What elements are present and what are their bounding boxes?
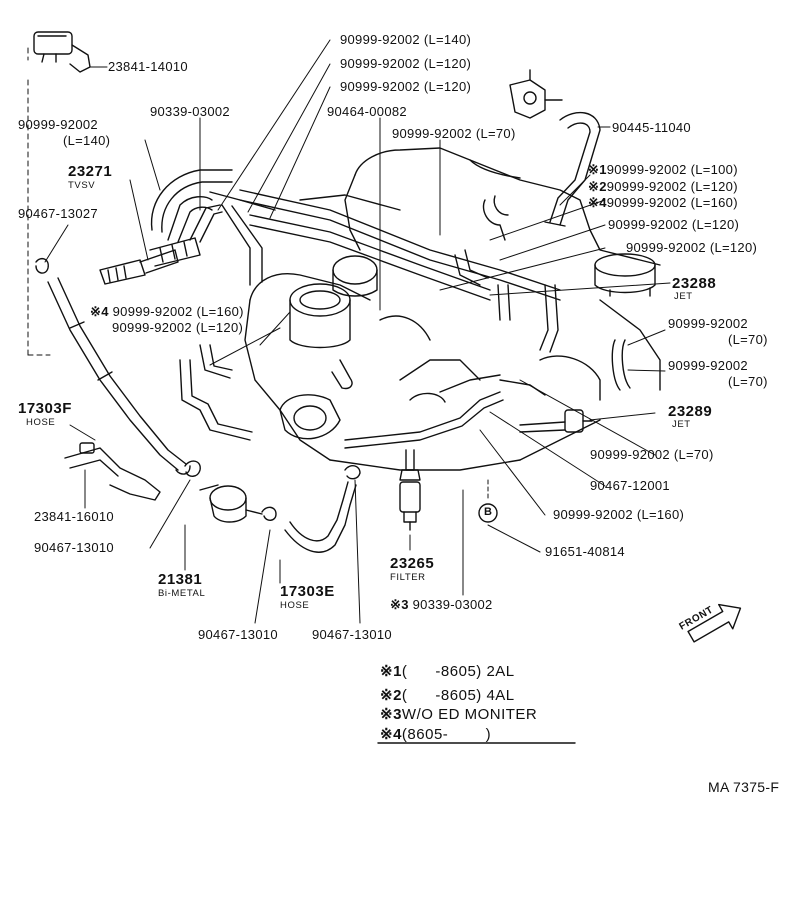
note-row-3: ※3W/O ED MONITER (380, 707, 537, 722)
note-row-2-text: ( -8605) 4AL (401, 687, 515, 704)
callout-21381: 21381 (158, 571, 203, 588)
connector-16010 (65, 443, 160, 500)
callout-90464-00082: 90464-00082 (327, 104, 407, 119)
callout-90999-l120-b: 90999-92002 (L=120) (340, 79, 472, 94)
note-mark-4b: ※4 (90, 304, 109, 319)
callout-l140-left: (L=140) (63, 133, 111, 148)
fitting-top-center (510, 70, 562, 118)
vacuum-pipe-rail (240, 190, 560, 300)
callout-note2-hose: ※290999-92002 (L=120) (588, 180, 738, 193)
callout-tvsv: TVSV (68, 180, 96, 191)
callout-90445-11040: 90445-11040 (612, 120, 691, 135)
callout-note4b-hose: ※4 90999-92002 (L=160) (90, 305, 244, 318)
callout-90999-l70-top: 90999-92002 (L=70) (392, 126, 516, 141)
connector-top-left (34, 32, 90, 72)
note4b-part: 90999-92002 (L=160) (112, 304, 244, 319)
callout-jet-1: JET (674, 291, 693, 302)
callout-23841-14010: 23841-14010 (108, 59, 188, 74)
note-row-3-mark: ※3 (380, 706, 402, 723)
note2-part: 90999-92002 (L=120) (606, 179, 738, 194)
callout-91651-40814: 91651-40814 (545, 544, 625, 559)
callout-23271: 23271 (68, 163, 113, 180)
note-row-1: ※1( -8605) 2AL (380, 664, 515, 679)
callout-90999-l160-bot: 90999-92002 (L=160) (553, 507, 685, 522)
callout-90999-l120-left2: 90999-92002 (L=120) (112, 320, 244, 335)
engine-block (245, 148, 660, 470)
clip-13027 (36, 259, 48, 273)
callout-90999-l70-mid: 90999-92002 (L=70) (590, 447, 714, 462)
callout-90999-l120-r2: 90999-92002 (L=120) (626, 240, 758, 255)
callout-jet-2: JET (672, 419, 691, 430)
note-row-1-mark: ※1 (380, 663, 402, 680)
filter-23265 (400, 450, 420, 530)
callout-90999-r4: 90999-92002 (668, 358, 748, 373)
note-row-4: ※4(8605- ) (380, 727, 491, 742)
hose-17303e (285, 482, 356, 552)
note1-part: 90999-92002 (L=100) (606, 162, 738, 177)
circle-marker-b (479, 504, 497, 522)
callout-23265: 23265 (390, 555, 435, 572)
note-row-4-mark: ※4 (380, 726, 402, 743)
callout-23841-16010: 23841-16010 (34, 509, 114, 524)
callout-90467-13027: 90467-13027 (18, 206, 98, 221)
callout-hose-1: HOSE (26, 417, 56, 428)
callout-17303e: 17303E (280, 583, 335, 600)
callout-90339-03002: 90339-03002 (150, 104, 230, 119)
callout-bimetal: Bi-METAL (158, 588, 206, 599)
callout-90999-left: 90999-92002 (18, 117, 98, 132)
note-row-2: ※2( -8605) 4AL (380, 688, 515, 703)
callout-note4-hose: ※490999-92002 (L=160) (588, 196, 738, 209)
small-hoses-right (440, 196, 630, 432)
circle-marker-letter: B (484, 506, 493, 518)
bimetal-21381 (200, 485, 262, 522)
note-mark-2: ※2 (588, 179, 607, 194)
note-row-4-text: (8605- ) (401, 726, 492, 743)
callout-90467-13010-a: 90467-13010 (34, 540, 114, 555)
tvsv-valve (100, 238, 200, 284)
front-arrow (684, 596, 747, 649)
callout-23288: 23288 (672, 275, 717, 292)
note-row-2-mark: ※2 (380, 687, 402, 704)
clamp-13010-b (262, 507, 276, 520)
callout-90999-l140: 90999-92002 (L=140) (340, 32, 472, 47)
callout-17303f: 17303F (18, 400, 72, 417)
hose-90445 (545, 113, 600, 226)
note-mark-3: ※3 (390, 597, 409, 612)
callout-note3-part: ※3 90339-03002 (390, 598, 493, 611)
callout-filter: FILTER (390, 572, 426, 583)
note-row-3-text: W/O ED MONITER (401, 706, 538, 723)
callout-90467-13010-c: 90467-13010 (312, 627, 392, 642)
callout-l70-r4: (L=70) (728, 374, 768, 389)
note4-part: 90999-92002 (L=160) (606, 195, 738, 210)
left-bracket-pipes (180, 345, 252, 440)
callout-90467-13010-b: 90467-13010 (198, 627, 278, 642)
callout-hose-2: HOSE (280, 600, 310, 611)
cap-23288 (595, 254, 655, 296)
callout-90467-12001: 90467-12001 (590, 478, 670, 493)
callout-note1-hose: ※190999-92002 (L=100) (588, 163, 738, 176)
note-mark-1: ※1 (588, 162, 607, 177)
drawing-code: MA 7375-F (708, 779, 780, 795)
note3-part: 90339-03002 (412, 597, 493, 612)
clamp-13010-a (185, 461, 200, 476)
callout-l70-r3: (L=70) (728, 332, 768, 347)
callout-90999-r3: 90999-92002 (668, 316, 748, 331)
upper-left-hoses (152, 170, 275, 285)
note-row-1-text: ( -8605) 2AL (401, 663, 515, 680)
hose-17303f (48, 278, 190, 474)
callout-23289: 23289 (668, 403, 713, 420)
callout-90999-l120-a: 90999-92002 (L=120) (340, 56, 472, 71)
callout-90999-l120-r1: 90999-92002 (L=120) (608, 217, 740, 232)
note-mark-4: ※4 (588, 195, 607, 210)
clamp-13010-c (345, 466, 360, 479)
lower-long-hose (345, 392, 503, 448)
